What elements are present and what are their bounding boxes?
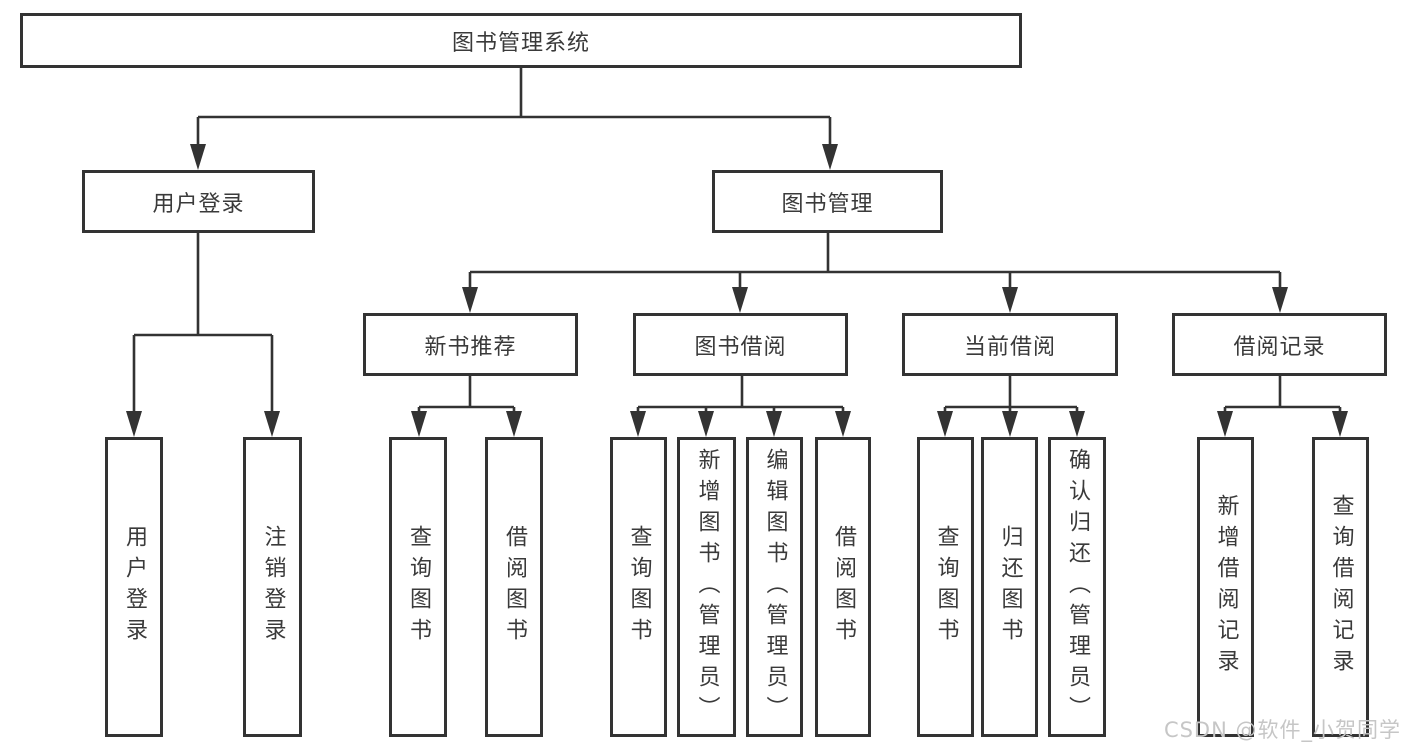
connector-borrowing-branch <box>630 376 851 437</box>
leaf-borrow-books-label: 借阅图书 <box>831 525 856 649</box>
leaf-borrow-books-recommend-label: 借阅图书 <box>502 525 527 649</box>
leaf-edit-book-admin-label: 编辑图书（管理员） <box>762 447 788 727</box>
leaf-confirm-return-admin-label: 确认归还（管理员） <box>1065 447 1090 727</box>
leaf-return-books: 归还图书 <box>981 437 1038 737</box>
leaf-confirm-return-admin: 确认归还（管理员） <box>1048 437 1106 737</box>
leaf-logout: 注销登录 <box>243 437 302 737</box>
node-book-borrowing: 图书借阅 <box>633 313 848 376</box>
leaf-borrow-books-recommend: 借阅图书 <box>485 437 543 737</box>
csdn-watermark: CSDN @软件_小贺同学 <box>1163 718 1401 742</box>
connector-records-branch <box>1217 376 1348 437</box>
node-book-management-label: 图书管理 <box>781 191 874 217</box>
leaf-edit-book-admin: 编辑图书（管理员） <box>746 437 803 737</box>
arrowhead-user-login <box>190 144 206 170</box>
node-root-label: 图书管理系统 <box>451 30 590 56</box>
leaf-return-books-label: 归还图书 <box>997 525 1023 649</box>
connector-new-books-branch <box>411 376 522 437</box>
leaf-query-books-borrowing-label: 查询图书 <box>626 525 652 649</box>
leaf-query-books-current: 查询图书 <box>917 437 974 737</box>
node-new-book-recommendation: 新书推荐 <box>363 313 578 376</box>
node-current-borrowing-label: 当前借阅 <box>963 334 1056 360</box>
leaf-add-book-admin: 新增图书（管理员） <box>677 437 736 737</box>
node-user-login: 用户登录 <box>82 170 315 233</box>
node-borrowing-records-label: 借阅记录 <box>1233 334 1326 360</box>
leaf-user-login-label: 用户登录 <box>122 525 147 649</box>
leaf-add-borrow-record-label: 新增借阅记录 <box>1213 494 1239 680</box>
leaf-query-books-borrowing: 查询图书 <box>610 437 667 737</box>
node-borrowing-records: 借阅记录 <box>1172 313 1387 376</box>
node-new-book-recommendation-label: 新书推荐 <box>424 334 517 360</box>
leaf-add-book-admin-label: 新增图书（管理员） <box>694 447 720 727</box>
leaf-user-login: 用户登录 <box>105 437 163 737</box>
connector-current-branch <box>937 376 1085 437</box>
leaf-query-books-recommend: 查询图书 <box>389 437 447 737</box>
leaf-add-borrow-record: 新增借阅记录 <box>1197 437 1254 737</box>
leaf-query-books-recommend-label: 查询图书 <box>406 525 431 649</box>
connector-book-management-to-level3 <box>462 232 1288 313</box>
leaf-query-borrow-record: 查询借阅记录 <box>1312 437 1369 737</box>
node-user-login-label: 用户登录 <box>152 191 245 217</box>
node-book-borrowing-label: 图书借阅 <box>694 334 787 360</box>
leaf-borrow-books: 借阅图书 <box>815 437 871 737</box>
node-root-system: 图书管理系统 <box>20 13 1022 68</box>
connector-user-login-branch <box>126 233 280 437</box>
node-current-borrowing: 当前借阅 <box>902 313 1118 376</box>
connector-root-to-level2 <box>190 68 838 170</box>
leaf-query-borrow-record-label: 查询借阅记录 <box>1328 494 1354 680</box>
leaf-query-books-current-label: 查询图书 <box>933 525 959 649</box>
node-book-management: 图书管理 <box>712 170 943 233</box>
leaf-logout-label: 注销登录 <box>260 525 286 649</box>
arrowhead-book-management <box>822 144 838 170</box>
